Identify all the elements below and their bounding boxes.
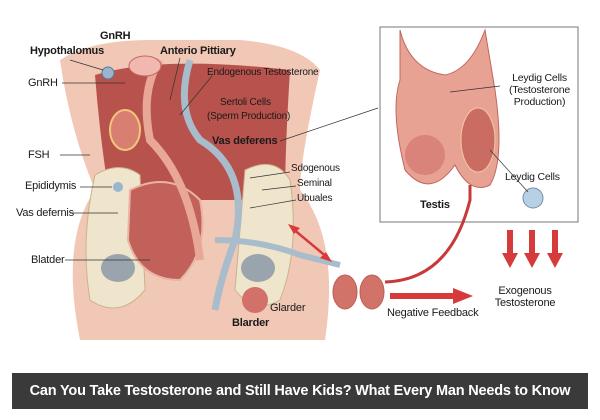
pituitary xyxy=(128,55,162,77)
title-banner: Can You Take Testosterone and Still Have… xyxy=(12,373,588,409)
hypothalamus-node xyxy=(101,66,115,80)
label-seminal: Seminal xyxy=(297,178,332,189)
double-arrow xyxy=(291,227,329,259)
label-leydig-production: Leydig Cells (Testosterone Production) xyxy=(502,72,577,108)
label-glarder: Glarder xyxy=(270,302,306,314)
exogenous-line-1: Exogenous xyxy=(498,285,552,297)
seminiferous-left xyxy=(405,135,445,175)
exogenous-arrows xyxy=(502,230,563,268)
label-endogenous-testosterone: Endogenous Testosterone xyxy=(207,67,319,78)
vas-deferens-tube xyxy=(180,58,242,311)
label-ubuales: Ubuales xyxy=(297,193,333,204)
exogenous-line-2: Testosterone xyxy=(494,297,556,309)
label-blatder: Blatder xyxy=(31,254,65,266)
seminal-tube xyxy=(214,237,341,268)
pelvis-right xyxy=(234,163,294,307)
label-sertoli-1: Sertoli Cells xyxy=(220,97,271,108)
testis-left-small xyxy=(109,109,141,151)
label-hypothalamus: Hypothalomus xyxy=(30,45,104,57)
label-leydig-cells: Leydig Cells xyxy=(505,171,560,183)
leydig-production-line-2: (Testosterone xyxy=(508,84,570,96)
negative-feedback-arrowhead xyxy=(453,288,473,304)
femoral-head-right xyxy=(241,254,275,282)
label-vas-defernis: Vas defernis xyxy=(16,207,74,219)
seminiferous-right xyxy=(460,107,496,173)
label-gnrh-top: GnRH xyxy=(100,30,131,42)
feedback-curve xyxy=(384,185,472,284)
label-negative-feedback: Negative Feedback xyxy=(387,307,479,319)
label-anterior-pituitary: Anterio Pittiary xyxy=(160,45,236,57)
label-blarder: Blarder xyxy=(232,317,270,329)
small-testis-2 xyxy=(359,274,385,310)
leydig-production-line-1: Leydig Cells xyxy=(512,72,567,84)
epididymis-node xyxy=(113,182,123,192)
femoral-head-left xyxy=(101,254,135,282)
label-exogenous-testosterone: Exogenous Testosterone xyxy=(480,285,570,309)
label-epididymis: Epididymis xyxy=(25,180,77,192)
leydig-cell-sphere xyxy=(522,187,544,209)
label-sertoli-2: (Sperm Production) xyxy=(207,111,291,122)
label-sdogenous: Sdogenous xyxy=(291,163,340,174)
label-testis: Testis xyxy=(420,199,450,211)
leydig-production-line-3: Production) xyxy=(513,96,566,108)
label-vas-deferens: Vas deferens xyxy=(212,135,278,147)
leader-lines xyxy=(60,57,379,261)
small-testis-1 xyxy=(332,274,358,310)
ducts xyxy=(142,57,204,261)
negative-feedback-arrow-shaft xyxy=(390,293,455,299)
label-gnrh-left: GnRH xyxy=(28,77,58,89)
label-fsh: FSH xyxy=(28,149,50,161)
prostate xyxy=(242,287,268,313)
